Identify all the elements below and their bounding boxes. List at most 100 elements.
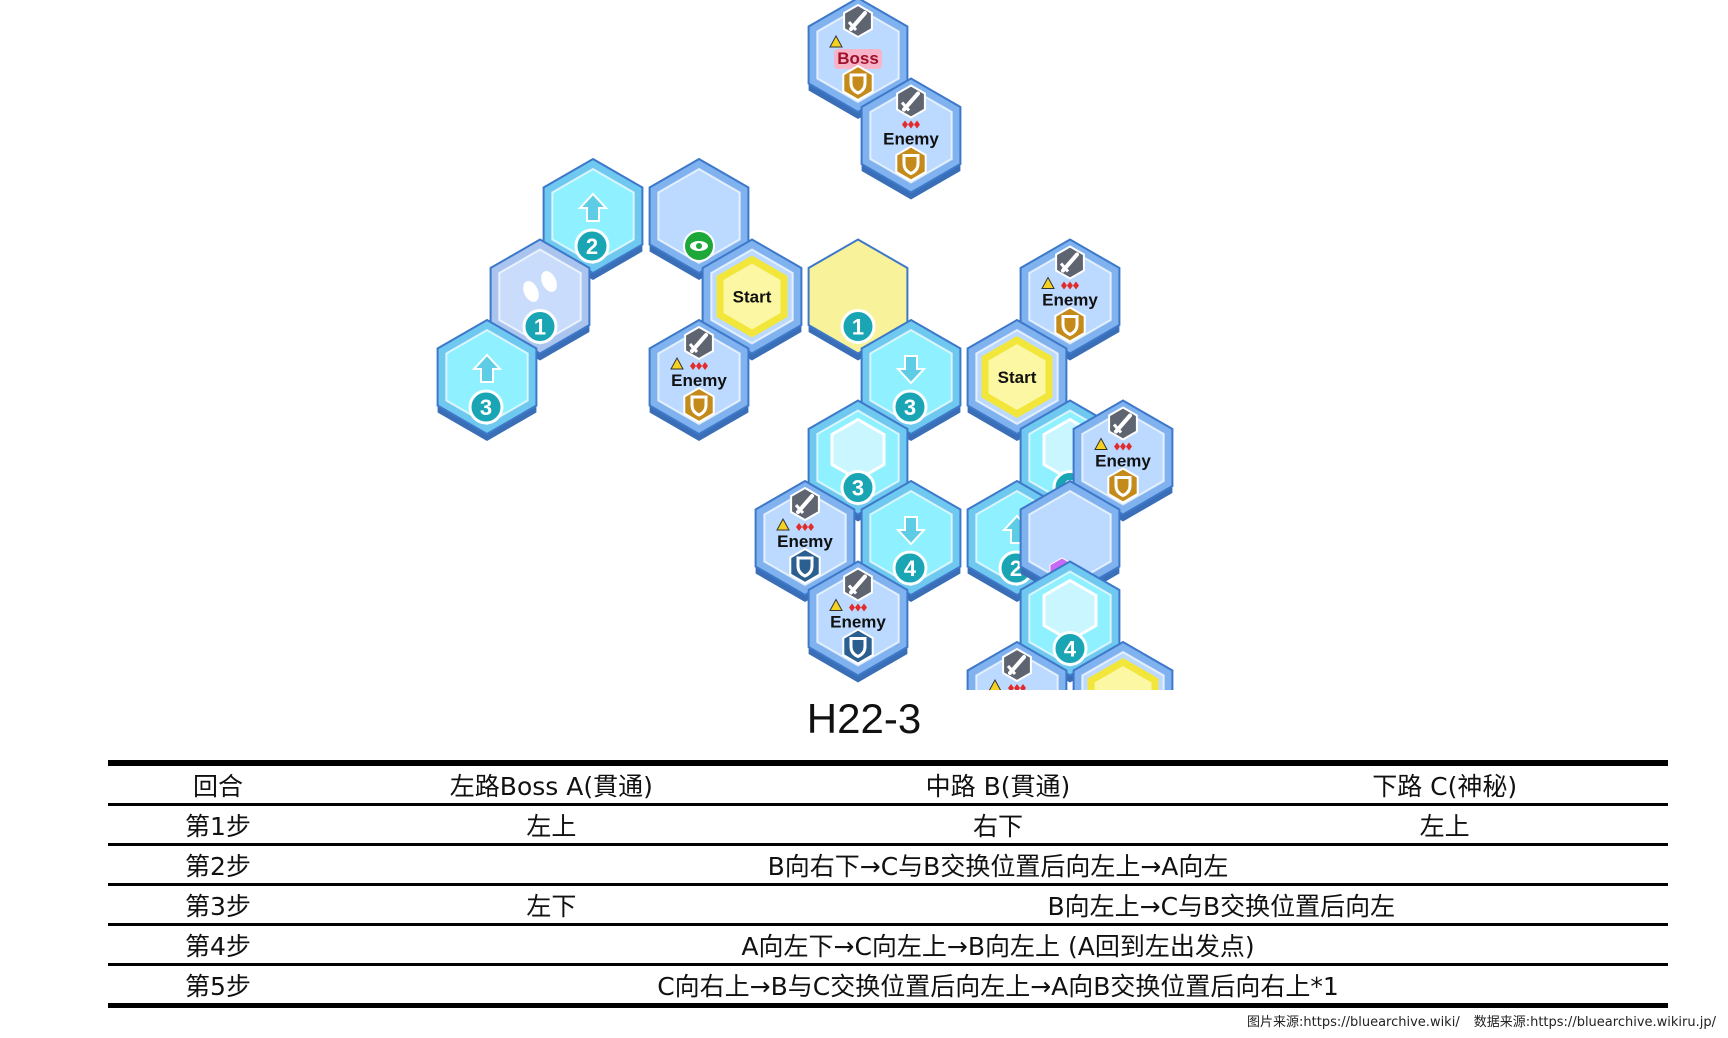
sword-icon [1055, 245, 1085, 280]
map-tile-yellow-1[interactable]: 1 [807, 238, 909, 361]
step-number-badge [574, 228, 610, 264]
step-cell-a: 左下 [526, 891, 577, 921]
map-tile-enemy-mid-left[interactable]: Enemy [754, 479, 856, 602]
enemy-label: Enemy [883, 130, 939, 149]
step-label: 第5步 [185, 971, 251, 1001]
sword-icon [896, 84, 926, 119]
step-label: 第3步 [185, 891, 251, 921]
shield-icon [789, 547, 821, 585]
map-tile-start-left[interactable]: Start [701, 238, 803, 361]
shield-icon [895, 145, 927, 182]
footprint-icon [523, 271, 557, 302]
sword-icon [684, 325, 714, 361]
header-team-a: 左路Boss A(貫通) [449, 771, 653, 801]
arrow-down-icon [895, 516, 927, 546]
header-turn: 回合 [192, 771, 243, 801]
table-row: 第4步 A向左下→C向左上→B向左上 (A回到左出发点) [108, 925, 1668, 965]
step-number-badge [892, 550, 928, 586]
map-tile-enemy-top[interactable]: Enemy [860, 77, 962, 200]
start-label: Start [733, 288, 772, 307]
step-label: 第4步 [185, 931, 251, 961]
step-number: 1 [852, 315, 864, 340]
step-cell-merged: A向左下→C向左上→B向左上 (A回到左出发点) [741, 931, 1255, 961]
start-label: Start [998, 368, 1037, 387]
tile-inner [657, 328, 741, 426]
tile-inner [657, 167, 741, 265]
step-number-badge [1052, 631, 1088, 666]
table-header-row: 回合 左路Boss A(貫通) 中路 B(貫通) 下路 C(神秘) [108, 763, 1668, 805]
stage-title: H22-3 [806, 695, 922, 742]
shield-icon [1107, 467, 1139, 504]
data-source-credit: 数据来源:https://bluearchive.wikiru.jp/ [1473, 1015, 1716, 1030]
tile-inner [816, 570, 900, 667]
map-tile-eye-tile[interactable] [648, 157, 750, 280]
enemy-label: Enemy [777, 532, 833, 551]
sword-icon [790, 486, 820, 522]
step-number: 3 [904, 395, 916, 420]
map-tile-footprint-1[interactable]: 1 [489, 238, 591, 361]
warning-icon [829, 598, 843, 611]
start-marker [716, 255, 788, 338]
route-table: 回合 左路Boss A(貫通) 中路 B(貫通) 下路 C(神秘) 第1步 左上… [108, 760, 1668, 1008]
step-number: 1 [534, 315, 546, 340]
map-tile-enemy-right-mid[interactable]: Enemy [1072, 399, 1174, 522]
map-tile-start-bottom[interactable]: Start [1072, 640, 1174, 690]
boss-highlight [834, 49, 882, 69]
step-cell-merged: C向右上→B与C交换位置后向左上→A向B交换位置后向右上*1 [657, 971, 1339, 1001]
danger-level-icon [1114, 442, 1132, 451]
map-tile-enemy-bottom[interactable]: Enemy [966, 640, 1068, 690]
warning-icon [988, 678, 1002, 690]
warning-icon [670, 356, 684, 370]
step-cell-merged: B向右下→C与B交换位置后向左上→A向左 [767, 851, 1229, 881]
map-tile-jump-3-mid[interactable]: 3 [860, 318, 962, 441]
step-number-badge [840, 470, 876, 505]
tile-inner [1081, 409, 1165, 506]
map-tile-plate-4[interactable]: 4 [1019, 560, 1121, 683]
eye-icon [683, 230, 715, 262]
step-number: 2 [586, 234, 598, 259]
step-number: 3 [480, 395, 492, 420]
header-team-c: 下路 C(神秘) [1372, 771, 1518, 801]
map-tile-plate-3[interactable]: 3 [807, 399, 909, 522]
warning-icon [1094, 437, 1108, 450]
step-label: 第2步 [185, 851, 251, 881]
warning-icon [776, 517, 790, 531]
step-number-badge [522, 309, 558, 344]
step-number: 4 [1064, 637, 1077, 662]
sword-icon [843, 3, 873, 39]
map-tile-jump-3-left[interactable]: 3 [436, 318, 538, 441]
map-tile-enemy-right-top[interactable]: Enemy [1019, 238, 1121, 361]
step-number-badge [840, 309, 876, 344]
danger-level-icon [902, 120, 920, 129]
map-tile-boss[interactable]: Boss [807, 0, 909, 119]
map-tile-jump-4-mid[interactable]: 4 [860, 479, 962, 602]
shield-icon [1054, 306, 1086, 343]
danger-level-icon [1008, 684, 1026, 690]
credit-line: 图片来源:https://bluearchive.wiki/数据来源:https… [1247, 1011, 1716, 1030]
arrow-up-icon [577, 192, 609, 222]
map-tile-enemy-left[interactable]: Enemy [648, 318, 750, 441]
start-marker [1087, 657, 1159, 690]
table-row: 第2步 B向右下→C与B交换位置后向左上→A向左 [108, 845, 1668, 885]
arrow-down-icon [895, 355, 927, 385]
arrow-up-icon [471, 353, 503, 383]
route-table-wrap: 回合 左路Boss A(貫通) 中路 B(貫通) 下路 C(神秘) 第1步 左上… [108, 760, 1668, 1008]
map-tile-jump-2-top[interactable]: 2 [542, 157, 644, 280]
table-row: 第3步 左下 B向左上→C与B交换位置后向左 [108, 885, 1668, 925]
sword-icon [843, 567, 873, 602]
tile-inner [763, 489, 847, 587]
danger-level-icon [690, 362, 708, 370]
step-cell-b: 右下 [972, 811, 1023, 841]
shield-icon [842, 64, 874, 102]
image-source-credit: 图片来源:https://bluearchive.wiki/ [1247, 1015, 1460, 1030]
table-row: 第5步 C向右上→B与C交换位置后向左上→A向B交换位置后向右上*1 [108, 965, 1668, 1006]
enemy-label: Enemy [1095, 452, 1151, 471]
step-number-badge [892, 389, 928, 425]
map-tile-enemy-mid-bottom[interactable]: Enemy [807, 560, 909, 683]
start-marker [981, 335, 1053, 419]
tile-face [807, 238, 909, 355]
danger-level-icon [796, 523, 814, 531]
step-label: 第1步 [185, 811, 251, 841]
step-cell-c: 左上 [1419, 811, 1470, 841]
map-tile-start-mid[interactable]: Start [966, 318, 1068, 441]
